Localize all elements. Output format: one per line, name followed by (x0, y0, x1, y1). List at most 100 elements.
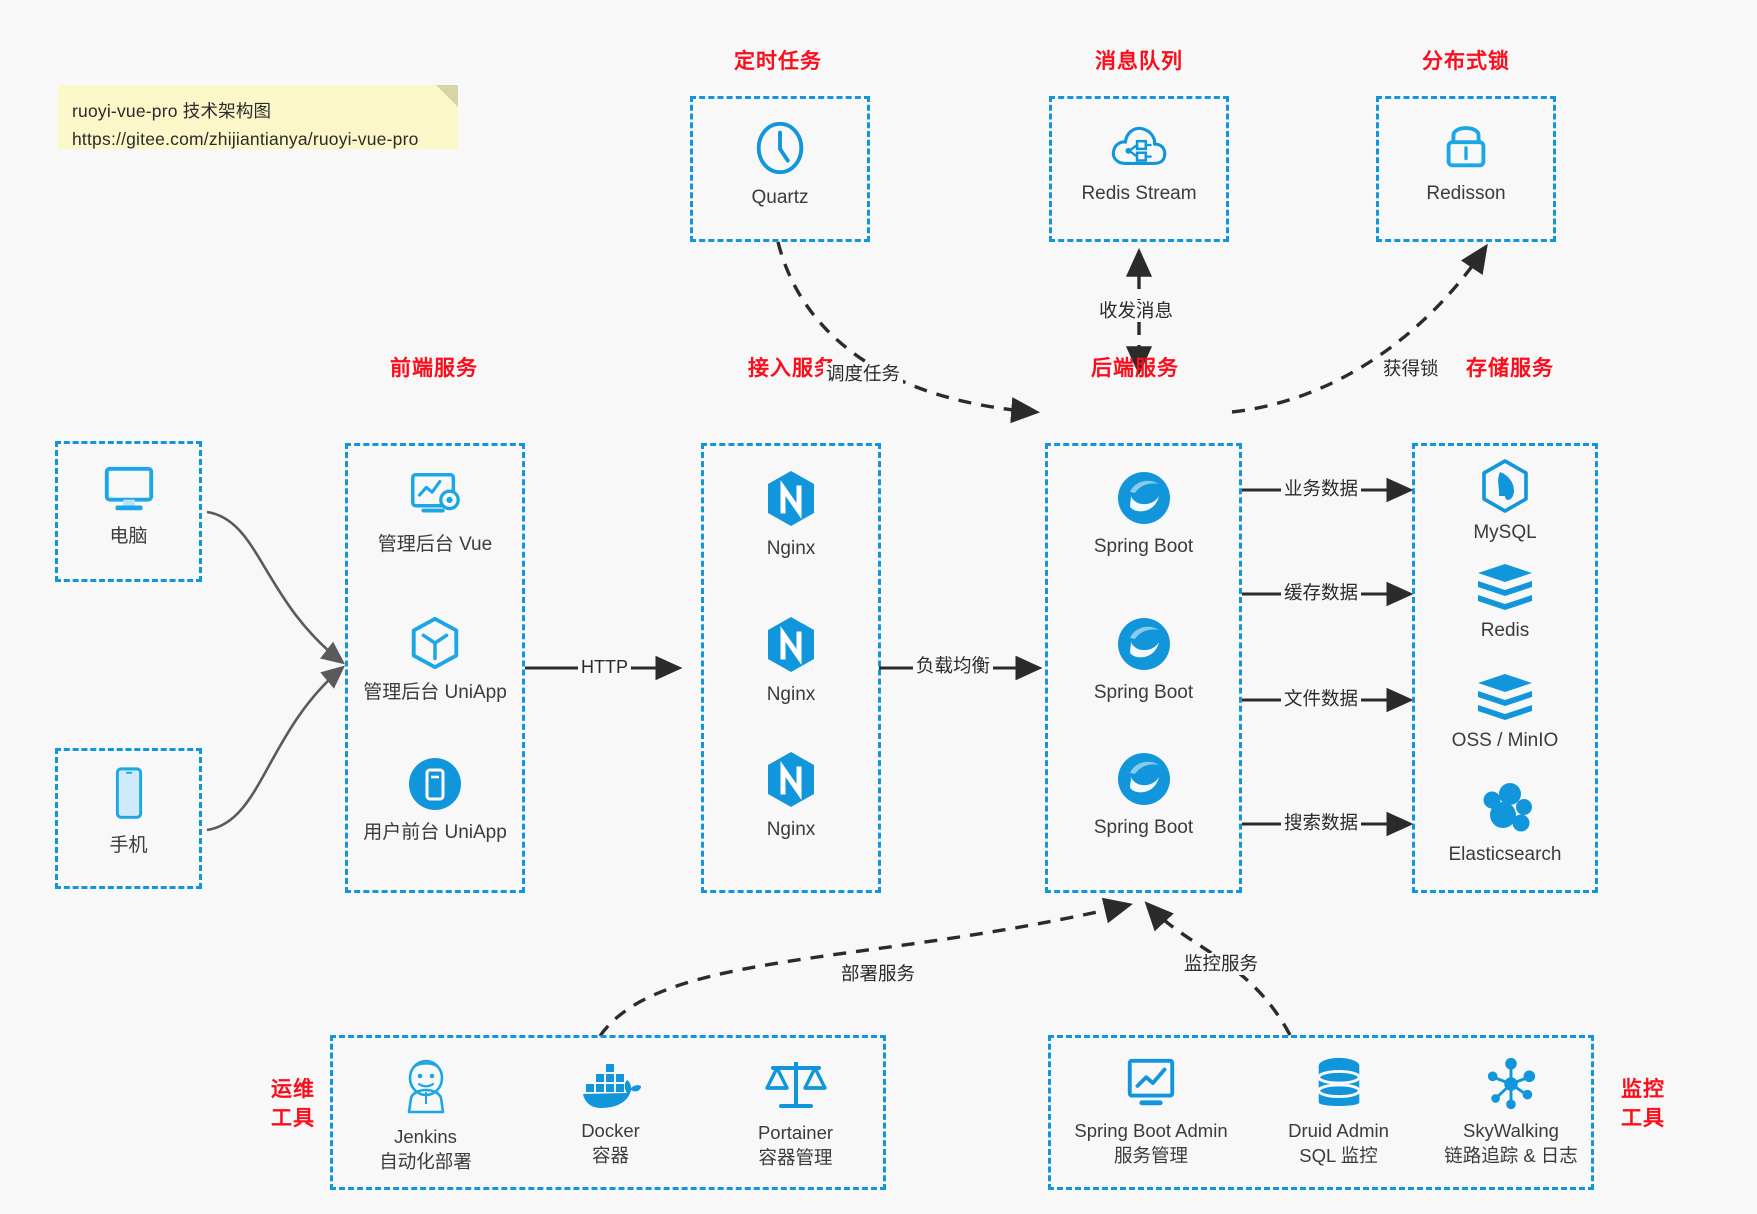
edge-backend-to-storage (1242, 477, 1414, 837)
lock-icon (1446, 126, 1486, 168)
edge-label-mq-messages: 收发消息 (1096, 300, 1177, 322)
edge-label-cache-data: 缓存数据 (1281, 582, 1362, 604)
group-box-mq: Redis Stream (1049, 96, 1229, 242)
skywalking-icon (1487, 1057, 1536, 1110)
clock-icon (756, 121, 804, 175)
node-label: Spring Boot (1093, 536, 1194, 557)
monitor-chart-icon (1127, 1058, 1175, 1106)
node-label: Nginx (766, 538, 816, 559)
node-spring-boot-1[interactable]: Spring Boot (1048, 468, 1239, 559)
node-spring-boot-2[interactable]: Spring Boot (1048, 614, 1239, 705)
node-label: Jenkins (394, 1126, 457, 1147)
edge-label-http: HTTP (578, 656, 631, 678)
node-label: 手机 (109, 835, 148, 856)
node-skywalking[interactable]: SkyWalking 链路追踪 & 日志 (1426, 1056, 1596, 1168)
node-label: Spring Boot Admin (1074, 1120, 1228, 1141)
group-box-client-desktop: 电脑 (55, 441, 202, 582)
scales-icon (764, 1062, 827, 1108)
node-sublabel: 容器 (591, 1145, 629, 1166)
group-title-monitoring-line2: 工具 (1621, 1107, 1665, 1130)
node-label: Spring Boot (1093, 682, 1194, 703)
mysql-icon (1482, 459, 1528, 513)
node-user-uniapp[interactable]: 用户前台 UniApp (348, 754, 522, 845)
node-label: Druid Admin (1288, 1120, 1389, 1141)
node-admin-vue[interactable]: 管理后台 Vue (348, 468, 522, 557)
node-label: Quartz (751, 187, 809, 208)
node-docker[interactable]: Docker 容器 (518, 1060, 703, 1168)
node-label: MySQL (1473, 522, 1537, 543)
group-title-devops-line2: 工具 (271, 1107, 315, 1130)
mobile-icon (115, 767, 142, 819)
node-mobile[interactable]: 手机 (58, 765, 199, 858)
nginx-icon (768, 752, 814, 807)
note-fold-corner (436, 85, 458, 107)
node-jenkins[interactable]: Jenkins 自动化部署 (333, 1056, 518, 1174)
node-label: Redis Stream (1081, 183, 1197, 204)
group-box-lock: Redisson (1376, 96, 1556, 242)
node-portainer[interactable]: Portainer 容器管理 (703, 1056, 888, 1170)
group-title-gateway: 接入服务 (748, 357, 836, 380)
edge-label-load-balance: 负载均衡 (913, 655, 994, 677)
node-sublabel: 容器管理 (758, 1147, 833, 1168)
group-title-scheduler: 定时任务 (734, 50, 822, 73)
node-label: Redisson (1426, 183, 1506, 204)
note-url: https://gitee.com/zhijiantianya/ruoyi-vu… (72, 129, 419, 149)
node-nginx-3[interactable]: Nginx (704, 749, 878, 842)
edge-label-deploy-service: 部署服务 (838, 963, 919, 985)
edge-label-schedule-task: 调度任务 (823, 363, 904, 385)
cloud-stream-icon (1111, 126, 1167, 165)
jenkins-icon (407, 1059, 444, 1114)
elasticsearch-icon (1483, 783, 1532, 832)
node-label: Portainer (757, 1122, 834, 1143)
group-title-backend: 后端服务 (1091, 357, 1179, 380)
edge-label-business-data: 业务数据 (1281, 478, 1362, 500)
node-sublabel: SQL 监控 (1299, 1145, 1378, 1166)
edge-label-search-data: 搜索数据 (1281, 812, 1362, 834)
edge-label-file-data: 文件数据 (1281, 688, 1362, 710)
group-box-gateway: Nginx Nginx Nginx (701, 443, 881, 893)
node-sublabel: 服务管理 (1113, 1145, 1188, 1166)
node-label: 电脑 (109, 526, 148, 547)
nginx-icon (768, 471, 814, 526)
group-box-client-mobile: 手机 (55, 748, 202, 889)
node-admin-uniapp[interactable]: 管理后台 UniApp (348, 614, 522, 705)
note-title: ruoyi-vue-pro 技术架构图 (72, 101, 272, 121)
group-title-devops-line1: 运维 (271, 1078, 315, 1101)
node-druid-admin[interactable]: Druid Admin SQL 监控 (1251, 1056, 1426, 1168)
node-label: OSS / MinIO (1451, 730, 1559, 751)
group-box-frontend: 管理后台 Vue 管理后台 UniApp 用户前台 UniApp (345, 443, 525, 893)
group-title-lock: 分布式锁 (1422, 50, 1510, 73)
group-box-backend: Spring Boot Spring Boot Spring Boot (1045, 443, 1242, 893)
node-spring-boot-3[interactable]: Spring Boot (1048, 749, 1239, 840)
group-title-frontend: 前端服务 (390, 357, 478, 380)
edge-label-acquire-lock: 获得锁 (1380, 358, 1442, 380)
node-label: 用户前台 UniApp (363, 822, 507, 843)
group-title-monitoring: 监控 工具 (1608, 1075, 1678, 1133)
node-quartz[interactable]: Quartz (693, 117, 867, 210)
node-nginx-2[interactable]: Nginx (704, 614, 878, 707)
redis-icon (1478, 674, 1532, 720)
dashboard-icon (411, 473, 460, 513)
node-label: Spring Boot (1093, 817, 1194, 838)
node-spring-boot-admin[interactable]: Spring Boot Admin 服务管理 (1051, 1056, 1251, 1168)
group-box-monitoring: Spring Boot Admin 服务管理 Druid Admin SQL 监… (1048, 1035, 1594, 1190)
node-label: Redis (1480, 620, 1530, 641)
diagram-note: ruoyi-vue-pro 技术架构图 https://gitee.com/zh… (58, 85, 458, 149)
node-desktop[interactable]: 电脑 (58, 462, 199, 549)
spring-boot-icon (1117, 753, 1170, 805)
node-redis-stream[interactable]: Redis Stream (1052, 117, 1226, 206)
node-label: Elasticsearch (1448, 844, 1562, 865)
docker-icon (582, 1064, 641, 1108)
node-nginx-1[interactable]: Nginx (704, 468, 878, 561)
group-title-storage: 存储服务 (1466, 357, 1554, 380)
node-label: 管理后台 UniApp (363, 682, 507, 703)
node-mysql[interactable]: MySQL (1415, 458, 1595, 545)
node-elasticsearch[interactable]: Elasticsearch (1415, 780, 1595, 867)
node-oss-minio[interactable]: OSS / MinIO (1415, 672, 1595, 753)
node-redisson[interactable]: Redisson (1379, 117, 1553, 206)
node-label: 管理后台 Vue (377, 534, 493, 555)
node-redis[interactable]: Redis (1415, 562, 1595, 643)
node-sublabel: 自动化部署 (379, 1151, 472, 1172)
redis-icon (1478, 564, 1532, 610)
